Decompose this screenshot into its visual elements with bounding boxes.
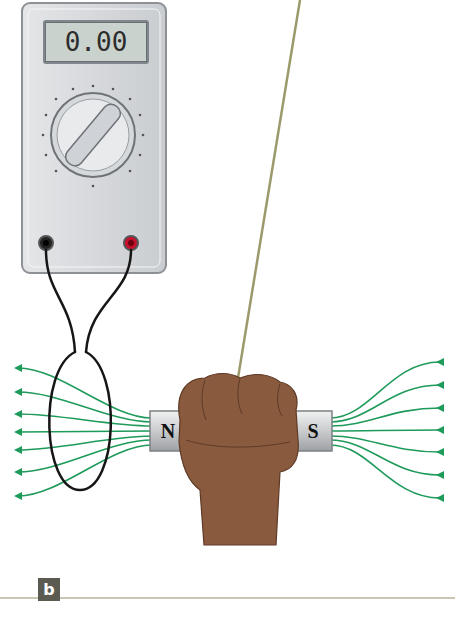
south-pole-text: S <box>307 420 318 443</box>
dial <box>42 85 145 188</box>
probe-wire-loop <box>46 250 131 490</box>
red-jack <box>124 236 138 250</box>
hand <box>179 374 299 546</box>
field-lines-south <box>330 362 440 498</box>
panel-letter-text: b <box>43 580 54 599</box>
panel-rule <box>0 597 455 599</box>
south-pole: S <box>297 413 329 449</box>
lcd-display: 0.00 <box>45 22 147 62</box>
multimeter-body <box>22 3 166 273</box>
north-pole-text: N <box>161 420 175 443</box>
black-jack <box>39 236 53 250</box>
lcd-display-text: 0.00 <box>65 27 128 57</box>
field-lines-north <box>18 368 152 496</box>
string <box>238 0 300 378</box>
north-pole: N <box>152 413 184 449</box>
panel-letter: b <box>38 578 60 601</box>
